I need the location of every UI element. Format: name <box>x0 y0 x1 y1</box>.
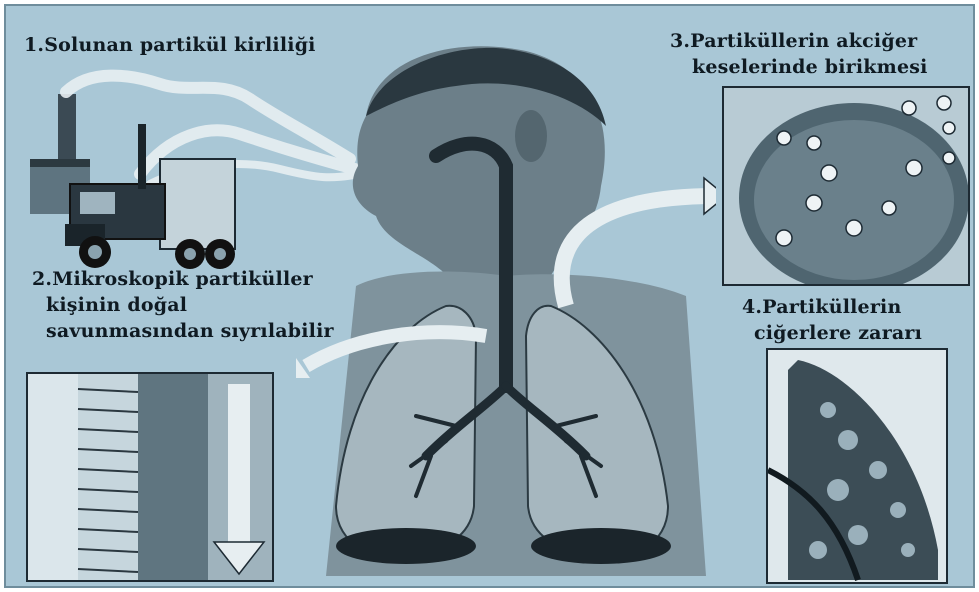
truck-icon <box>65 124 235 269</box>
alveolus-illustration <box>724 88 970 286</box>
step3-label-line2: keselerinde birikmesi <box>692 56 928 78</box>
cilia-micrograph-panel <box>26 372 274 582</box>
human-anatomy-illustration <box>296 36 716 588</box>
step2-label-line3: savunmasından sıyrılabilir <box>46 320 334 342</box>
step1-label: 1.Solunan partikül kirliliği <box>24 34 316 56</box>
cilia-texture <box>28 374 274 582</box>
damaged-lung-panel <box>766 348 948 584</box>
step4-label-line1: 4.Partiküllerin <box>742 296 901 318</box>
alveolus-panel <box>722 86 970 286</box>
step4-label-line2: ciğerlere zararı <box>754 322 922 344</box>
diagram-frame: 1.Solunan partikül kirliliği 2.Mikroskop… <box>4 4 975 588</box>
damaged-lung-illustration <box>768 350 948 584</box>
